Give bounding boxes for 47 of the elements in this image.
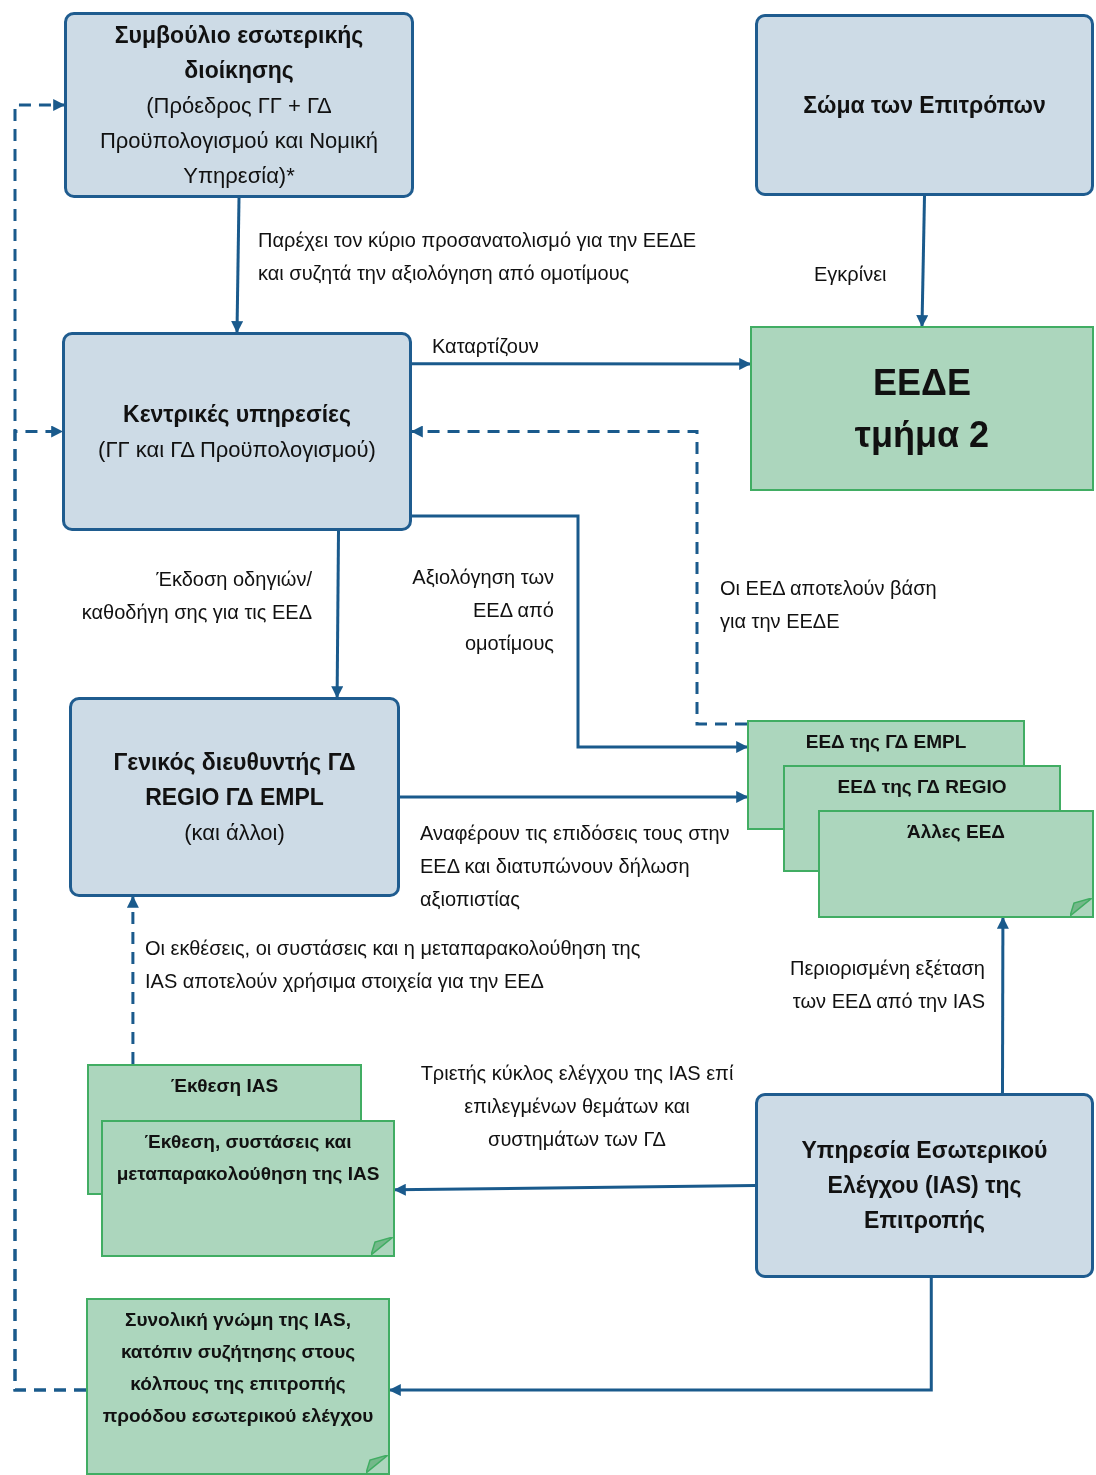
arrow xyxy=(331,531,344,699)
document-shape xyxy=(87,1064,362,1120)
node-title: ΕΕΔΕ τμήμα 2 xyxy=(853,360,991,457)
edge-label: Αξιολόγηση των ΕΕΔ από ομοτίμους xyxy=(411,565,554,656)
arrow xyxy=(996,916,1009,1093)
edge-label: Τριετής κύκλος ελέγχου της IAS επί επιλεγμένων θεμάτων και συστημάτων των ΓΔ xyxy=(419,1061,735,1152)
edge-label: Αναφέρουν τις επιδόσεις τους στην ΕΕΔ και διατυπώνουν δήλωση αξιοπιστίας xyxy=(420,821,731,912)
node-title: Συνολική γνώμη της IAS, κατόπιν συζήτησης στους κόλπους της επιτροπής προόδου εσωτερικού ελέγχου xyxy=(101,1308,375,1428)
node-title: Έκθεση IAS xyxy=(169,1074,280,1098)
edge-label: Έκδοση οδηγιών/καθοδήγη σης για τις ΕΕΔ xyxy=(80,567,312,625)
edge-label: Περιορισμένη εξέταση των ΕΕΔ από την IAS xyxy=(788,956,985,1014)
node-title: Γενικός διευθυντής ΓΔ REGIO ΓΔ EMPL xyxy=(112,747,357,812)
document-shape xyxy=(747,720,1025,765)
edge-label: Οι ΕΕΔ αποτελούν βάση για την ΕΕΔΕ xyxy=(720,576,938,634)
node-title: Συμβούλιο εσωτερικής διοίκησης xyxy=(113,20,365,85)
process-box xyxy=(755,1093,1094,1278)
edge-label: Εγκρίνει xyxy=(814,262,888,287)
document-shape xyxy=(86,1298,390,1475)
edge-label: Παρέχει τον κύριο προσανατολισμό για την ΕΕΔΕ και συζητά την αξιολόγηση από ομοτίμους xyxy=(258,228,698,286)
node-title: Υπηρεσία Εσωτερικού Ελέγχου (IAS) της Επιτροπής xyxy=(800,1136,1049,1235)
edge-label: Οι εκθέσεις, οι συστάσεις και η μεταπαρακολούθηση της IAS αποτελούν χρήσιμα στοιχεία για την ΕΕΔ xyxy=(145,936,642,994)
arrow xyxy=(400,790,749,803)
node-title: Κεντρικές υπηρεσίες xyxy=(122,399,352,429)
node-text: (και άλλοι) xyxy=(183,818,286,847)
arrow xyxy=(231,197,244,334)
document-shape xyxy=(783,765,1061,810)
process-box xyxy=(62,332,412,531)
arrow xyxy=(412,357,752,370)
node-title: ΕΕΔ της ΓΔ EMPL xyxy=(804,730,968,754)
arrow xyxy=(916,195,929,328)
document-shape xyxy=(101,1120,395,1257)
process-box xyxy=(755,14,1094,196)
node-title: ΕΕΔ της ΓΔ REGIO xyxy=(836,775,1008,799)
dashed-arrow xyxy=(410,425,747,726)
node-text: (Πρόεδρος ΓΓ + ΓΔ Προϋπολογισμού και Νομική Υπηρεσία)* xyxy=(98,91,380,190)
node-title: Άλλες ΕΕΔ xyxy=(905,820,1006,844)
dashed-arrow xyxy=(13,425,86,1392)
process-box xyxy=(750,326,1094,491)
node-text: (ΓΓ και ΓΔ Προϋπολογισμού) xyxy=(97,435,377,464)
arrow xyxy=(412,514,749,753)
document-shape xyxy=(818,810,1094,918)
dashed-arrow xyxy=(126,895,139,1064)
process-box xyxy=(69,697,400,897)
node-title: Έκθεση, συστάσεις και μεταπαρακολούθηση της IAS xyxy=(115,1130,381,1186)
process-box xyxy=(64,12,414,198)
node-title: Σώμα των Επιτρόπων xyxy=(802,90,1047,120)
edge-label: Καταρτίζουν xyxy=(432,334,540,359)
